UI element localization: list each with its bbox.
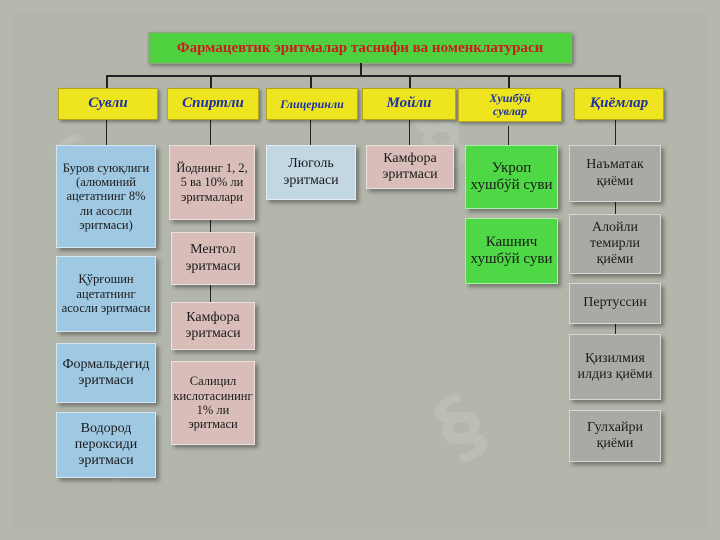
column-connector (615, 324, 616, 334)
aqueous-item: Формальдегид эритмаси (56, 343, 156, 403)
syrup-item: Наъматак қиёми (569, 145, 661, 202)
category-syrups: Қиёмлар (574, 88, 664, 120)
column-connector (615, 119, 616, 145)
category-connector (409, 75, 411, 88)
syrup-item: Қизилмия илдиз қиёми (569, 334, 661, 400)
category-connector (106, 75, 108, 88)
column-connector (615, 202, 616, 214)
alcoholic-item: Йоднинг 1, 2, 5 ва 10% ли эритмалари (169, 145, 255, 220)
column-connector (210, 220, 211, 232)
syrup-item: Алойли темирли қиёми (569, 214, 661, 274)
alcoholic-item: Ментол эритмаси (171, 232, 255, 285)
aromatic-water-item: Укроп хушбўй суви (465, 145, 558, 209)
aqueous-item: Водород пероксиди эритмаси (56, 412, 156, 478)
alcoholic-item: Камфора эритмаси (171, 302, 255, 350)
column-connector (508, 126, 509, 145)
aqueous-item: Буров суюқлиги (алюминий ацетатнинг 8% л… (56, 145, 156, 248)
column-connector (210, 285, 211, 302)
aqueous-item: Қўрғошин ацетатнинг асосли эритмаси (56, 256, 156, 332)
alcoholic-item: Салицил кислотасининг 1% ли эритмаси (171, 361, 255, 445)
horizontal-connector (106, 75, 620, 77)
column-connector (409, 119, 410, 145)
category-aqueous: Сувли (58, 88, 158, 120)
column-connector (310, 119, 311, 145)
column-connector (210, 119, 211, 145)
aromatic-water-item: Кашнич хушбўй суви (465, 218, 558, 284)
category-aromatic-waters: Хушбўй сувлар (458, 88, 562, 122)
category-oil: Мойли (362, 88, 456, 120)
diagram-title: Фармацевтик эритмалар таснифи ва номенкл… (148, 32, 572, 64)
syrup-item: Гулхайри қиёми (569, 410, 661, 462)
category-connector (619, 75, 621, 88)
glycerin-item: Люголь эритмаси (266, 145, 356, 200)
category-connector (310, 75, 312, 88)
oil-item: Камфора эритмаси (366, 145, 454, 189)
syrup-item: Пертуссин (569, 283, 661, 324)
category-glycerin: Глицеринли (266, 88, 358, 120)
category-alcoholic: Спиртли (167, 88, 259, 120)
title-connector (360, 63, 362, 75)
category-connector (508, 75, 510, 88)
column-connector (106, 119, 107, 145)
category-connector (210, 75, 212, 88)
